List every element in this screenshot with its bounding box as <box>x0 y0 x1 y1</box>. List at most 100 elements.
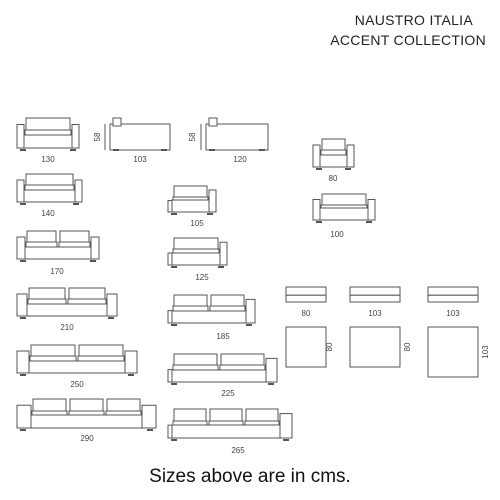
width-label: 80 <box>329 174 338 183</box>
width-label: 125 <box>195 273 209 282</box>
ottoman-base <box>349 294 401 303</box>
back-cushion <box>69 398 104 412</box>
back-cushion <box>321 193 367 206</box>
arm-right <box>265 357 278 383</box>
profile-back <box>208 117 218 127</box>
furniture-item-end-unit-105: 105 <box>167 185 217 228</box>
arm-right <box>124 350 138 374</box>
width-label: 80 <box>302 309 311 318</box>
width-label: 140 <box>41 209 55 218</box>
ottoman-top-view <box>285 326 327 368</box>
furniture-item-ottoman-top-80: 80 <box>349 326 412 368</box>
height-label: 58 <box>188 132 197 141</box>
seat-base <box>171 369 267 383</box>
ottoman-cushion <box>427 286 479 296</box>
furniture-item-ottoman-top-103: 103 <box>427 326 490 378</box>
seat-base <box>171 310 247 324</box>
back-cushion <box>68 287 106 300</box>
furniture-item-ottoman-front-80: 80 <box>285 286 327 318</box>
width-label: 100 <box>330 230 344 239</box>
arm-left <box>16 293 28 317</box>
side-left <box>167 200 173 213</box>
arm-left <box>312 199 321 221</box>
profile-back <box>112 117 122 127</box>
seat-cushion <box>244 420 280 426</box>
arm-right <box>71 124 80 149</box>
seat-cushion <box>320 204 368 209</box>
seat-base <box>26 303 108 317</box>
seat-cushion <box>25 241 58 248</box>
seat-base <box>23 134 73 149</box>
back-cushion <box>78 344 124 357</box>
seat-cushion <box>172 196 209 201</box>
width-label: 120 <box>233 155 247 164</box>
seat-base <box>171 252 221 266</box>
height-label: 58 <box>93 132 102 141</box>
furniture-item-ottoman-front-103: 103 <box>349 286 401 318</box>
side-left <box>167 310 173 324</box>
ottoman-top-view <box>349 326 401 368</box>
arm-left <box>312 144 321 168</box>
width-label: 103 <box>481 345 490 359</box>
seat-cushion <box>105 410 142 416</box>
width-label: 185 <box>216 332 230 341</box>
width-label: 290 <box>80 434 94 443</box>
back-cushion <box>25 117 71 131</box>
back-cushion <box>59 230 90 243</box>
seat-cushion <box>208 420 244 426</box>
seat-cushion <box>320 149 347 156</box>
seat-cushion <box>29 355 77 362</box>
arm-right <box>346 144 355 168</box>
side-left <box>167 369 173 383</box>
arm-right <box>90 236 100 260</box>
back-cushion <box>173 185 208 198</box>
seat-base <box>23 189 76 203</box>
furniture-item-armchair-wide-100: 100 <box>312 193 376 239</box>
furniture-item-sofa-profile-120: 58 120 <box>188 117 269 164</box>
arm-left <box>16 236 26 260</box>
arm-left <box>16 179 25 203</box>
seat-base <box>171 199 210 213</box>
width-label: 210 <box>60 323 74 332</box>
seat-cushion <box>172 305 209 312</box>
width-label: 250 <box>70 380 84 389</box>
width-label: 80 <box>403 342 412 351</box>
back-cushion <box>245 408 279 422</box>
side-left <box>167 424 173 439</box>
arm-right <box>141 404 157 429</box>
profile-body <box>205 123 269 151</box>
back-cushion <box>321 138 346 151</box>
arm-right <box>219 241 228 266</box>
arm-right <box>245 298 256 324</box>
back-cushion <box>25 173 74 186</box>
back-cushion <box>106 398 141 412</box>
side-left <box>167 252 173 266</box>
width-label: 105 <box>190 219 204 228</box>
arm-left <box>16 404 32 429</box>
back-cushion <box>28 287 66 300</box>
furniture-item-ottoman-top-80: 80 <box>285 326 334 368</box>
width-label: 103 <box>368 309 382 318</box>
seat-cushion <box>209 305 246 312</box>
arm-right <box>208 189 217 213</box>
back-cushion <box>210 294 245 307</box>
arm-left <box>16 350 30 374</box>
arm-left <box>16 124 25 149</box>
furniture-item-end-unit-125: 125 <box>167 237 228 282</box>
ottoman-cushion <box>349 286 401 296</box>
ottoman-base <box>285 294 327 303</box>
seat-cushion <box>77 355 125 362</box>
furniture-item-end-unit-185: 185 <box>167 294 256 341</box>
back-cushion <box>209 408 243 422</box>
width-label: 170 <box>50 267 64 276</box>
back-cushion <box>173 353 218 366</box>
seat-base <box>319 154 348 168</box>
ottoman-top-view <box>427 326 479 378</box>
furniture-item-sofa-170: 170 <box>16 230 100 276</box>
width-label: 103 <box>446 309 460 318</box>
furniture-item-sofa-250: 250 <box>16 344 138 389</box>
seat-base <box>24 246 92 260</box>
furniture-item-end-unit-265: 265 <box>167 408 293 455</box>
